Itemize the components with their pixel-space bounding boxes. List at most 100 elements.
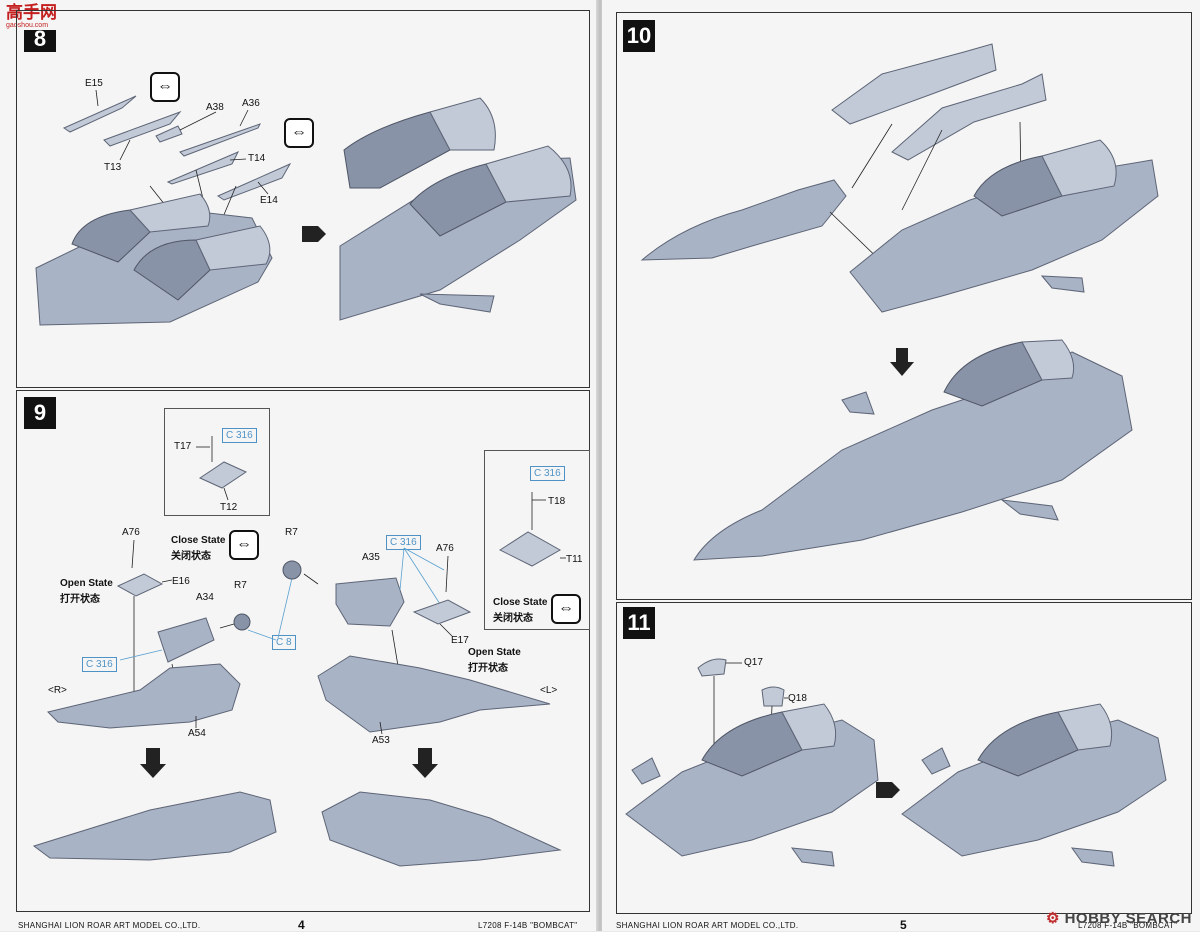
paint-code-c316: C 316 [530, 466, 565, 481]
part-label-r7: R7 [234, 580, 247, 591]
open-state-label-cn: 打开状态 [468, 663, 508, 674]
paint-code-c316: C 316 [386, 535, 421, 550]
part-a54-shape [47, 663, 241, 729]
flow-arrow-right-icon [302, 226, 326, 242]
site-logo-text: 高手网 [6, 3, 57, 22]
right-page: 10 11 Q17 Q18 [602, 0, 1200, 931]
step-11-number: 11 [623, 607, 655, 639]
part-a38-shape [155, 125, 183, 143]
flow-arrow-down-icon [140, 748, 166, 778]
part-label-a34: A34 [196, 592, 214, 603]
part-t11-shape [498, 531, 562, 567]
page-number: 4 [298, 918, 305, 932]
inset-close-state-right [164, 408, 270, 516]
open-state-label: Open State [60, 578, 113, 589]
left-page: 高手网 gaoshou.com 8 ⇔ ⇔ E15 A38 A36 T13 T1… [0, 0, 598, 931]
part-label-a38: A38 [206, 102, 224, 113]
part-label-q18: Q18 [788, 693, 807, 704]
open-state-label-cn: 打开状态 [60, 594, 100, 605]
inset-close-state-left [484, 450, 590, 630]
step-8-number: 8 [24, 28, 56, 52]
paint-code-c8: C 8 [272, 635, 296, 650]
binding-gutter [596, 0, 604, 931]
hobby-search-text: HOBBY SEARCH [1064, 910, 1192, 927]
part-label-t18: T18 [548, 496, 566, 507]
step-11-illustration [625, 658, 1167, 867]
part-q18-shape [761, 686, 785, 707]
part-label-e15: E15 [85, 78, 103, 89]
close-state-label-cn: 关闭状态 [171, 551, 211, 562]
part-label-q17: Q17 [744, 657, 763, 668]
paint-code-c316: C 316 [222, 428, 257, 443]
assembled-a53-shape [321, 791, 562, 867]
step-9-number: 9 [24, 397, 56, 429]
part-label-r7: R7 [285, 527, 298, 538]
fuselage-step10-before [849, 159, 1159, 313]
part-t14-shape [166, 151, 240, 185]
step-10-panel [616, 12, 1192, 600]
part-label-t17: T17 [174, 441, 192, 452]
nose-section-shape [640, 179, 847, 261]
step-9-panel [16, 390, 590, 912]
page-number: 5 [900, 918, 907, 932]
part-label-a54: A54 [188, 728, 206, 739]
part-q17-shape [697, 658, 727, 677]
part-a35-shape [335, 577, 405, 627]
footer-kit: L7208 F-14B "BOMBCAT" [478, 921, 578, 930]
part-e16-shape [116, 573, 164, 597]
part-label-a76: A76 [122, 527, 140, 538]
part-label-e16: E16 [172, 576, 190, 587]
part-label-t14: T14 [248, 153, 266, 164]
footer-company: SHANGHAI LION ROAR ART MODEL CO.,LTD. [18, 921, 201, 930]
step-8-panel [16, 10, 590, 388]
bidirectional-arrow-icon: ⇔ [229, 530, 259, 560]
flow-arrow-down-icon [890, 348, 914, 376]
part-label-a36: A36 [242, 98, 260, 109]
part-label-a53: A53 [372, 735, 390, 746]
paint-code-c316: C 316 [82, 657, 117, 672]
step-8-illustration [35, 89, 577, 326]
flow-arrow-right-icon [876, 782, 900, 798]
assembled-a54-shape [32, 791, 277, 861]
part-t13-shape [103, 110, 182, 147]
canopy-frame-shape [891, 73, 1047, 161]
step-10-illustration [640, 43, 1159, 561]
bidirectional-arrow-icon: ⇔ [551, 594, 581, 624]
part-a53-shape [317, 655, 551, 733]
site-logo-sub: gaoshou.com [6, 22, 49, 29]
part-label-a76: A76 [436, 543, 454, 554]
part-e15-shape [62, 95, 137, 133]
footer-company: SHANGHAI LION ROAR ART MODEL CO.,LTD. [616, 921, 799, 930]
canopy-frame-shape [831, 43, 997, 125]
part-t12-shape [198, 461, 248, 489]
part-label-e14: E14 [260, 195, 278, 206]
bidirectional-arrow-icon: ⇔ [284, 118, 314, 148]
part-r7-wheel-shape [282, 560, 302, 580]
open-state-label: Open State [468, 647, 521, 658]
part-label-t12: T12 [220, 502, 238, 513]
step-10-number: 10 [623, 20, 655, 52]
flow-arrow-down-icon [412, 748, 438, 778]
site-logo: 高手网 gaoshou.com [6, 4, 68, 34]
close-state-label: Close State [171, 535, 226, 546]
step-9-illustration [32, 436, 566, 867]
part-label-t13: T13 [104, 162, 122, 173]
part-a36-shape [179, 123, 261, 157]
footer-kit: L7208 F-14B "BOMBCAT" [1078, 921, 1178, 930]
part-label-t11: T11 [566, 554, 583, 565]
gear-icon: ⚙ [1045, 910, 1060, 927]
hobby-search-watermark: ⚙ HOBBY SEARCH [1046, 909, 1192, 927]
part-a34-shape [157, 617, 215, 663]
part-e17-shape [412, 599, 472, 625]
side-label-right: <R> [48, 685, 67, 696]
part-r7-wheel-shape [233, 613, 251, 631]
close-state-label: Close State [493, 597, 548, 608]
close-state-label-cn: 关闭状态 [493, 613, 533, 624]
part-label-a35: A35 [362, 552, 380, 563]
side-label-left: <L> [540, 685, 558, 696]
part-label-e17: E17 [451, 635, 469, 646]
fuselage-step10-after [693, 351, 1133, 561]
part-e14-shape [216, 162, 292, 201]
bidirectional-arrow-icon: ⇔ [150, 72, 180, 102]
